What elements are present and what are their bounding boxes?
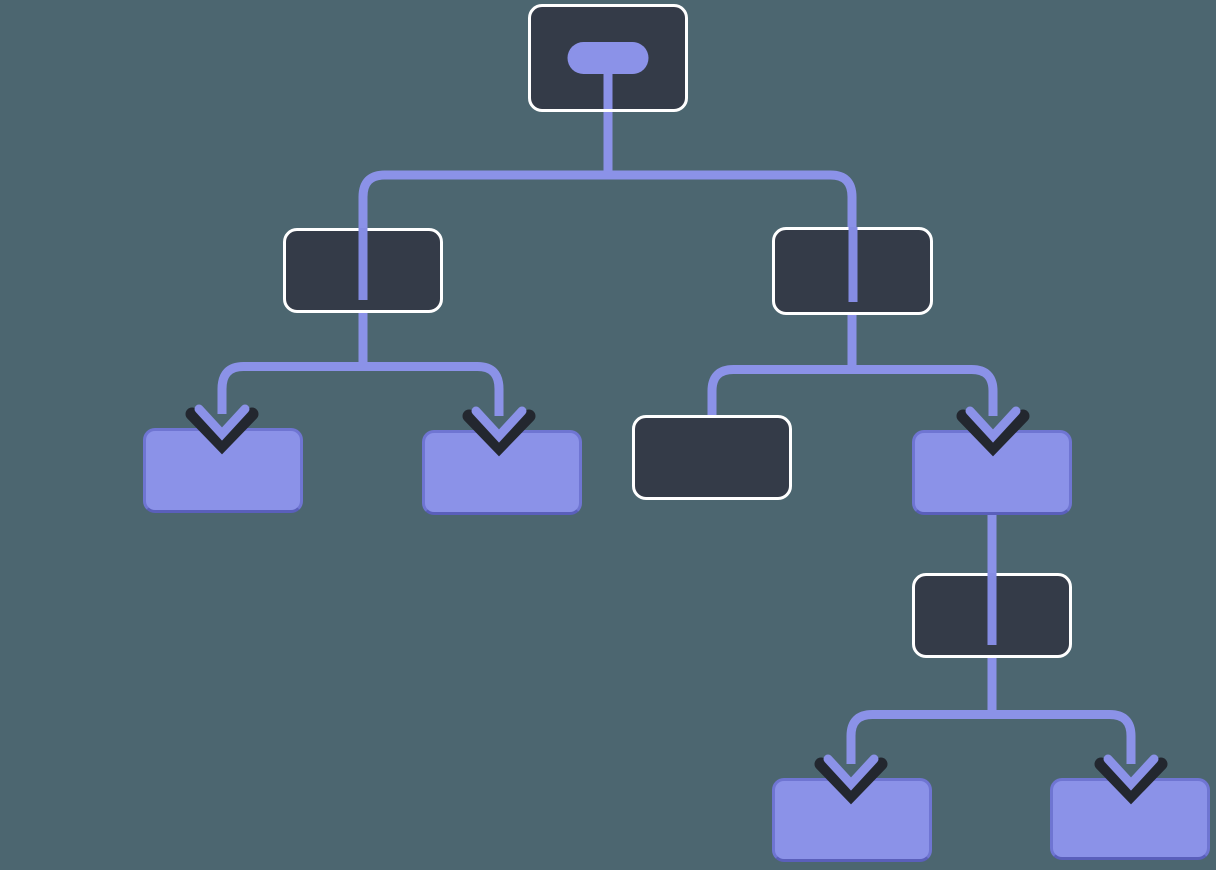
pass-through-line-icon bbox=[848, 227, 857, 302]
pass-through-line-icon bbox=[358, 228, 368, 300]
branch-left-node[interactable] bbox=[283, 228, 443, 313]
pass-through-line-icon bbox=[987, 573, 997, 645]
leaf-1-node[interactable] bbox=[143, 428, 303, 513]
root-pill-icon bbox=[567, 42, 649, 74]
leaf-4-node[interactable] bbox=[772, 778, 932, 862]
branch-right-node[interactable] bbox=[772, 227, 933, 315]
leaf-3-node[interactable] bbox=[912, 430, 1072, 515]
dark-leaf-node[interactable] bbox=[632, 415, 792, 500]
root-node[interactable] bbox=[528, 4, 688, 112]
branch-lower-node[interactable] bbox=[912, 573, 1072, 658]
leaf-2-node[interactable] bbox=[422, 430, 582, 515]
root-stem-icon bbox=[603, 73, 613, 109]
leaf-5-node[interactable] bbox=[1050, 778, 1210, 860]
